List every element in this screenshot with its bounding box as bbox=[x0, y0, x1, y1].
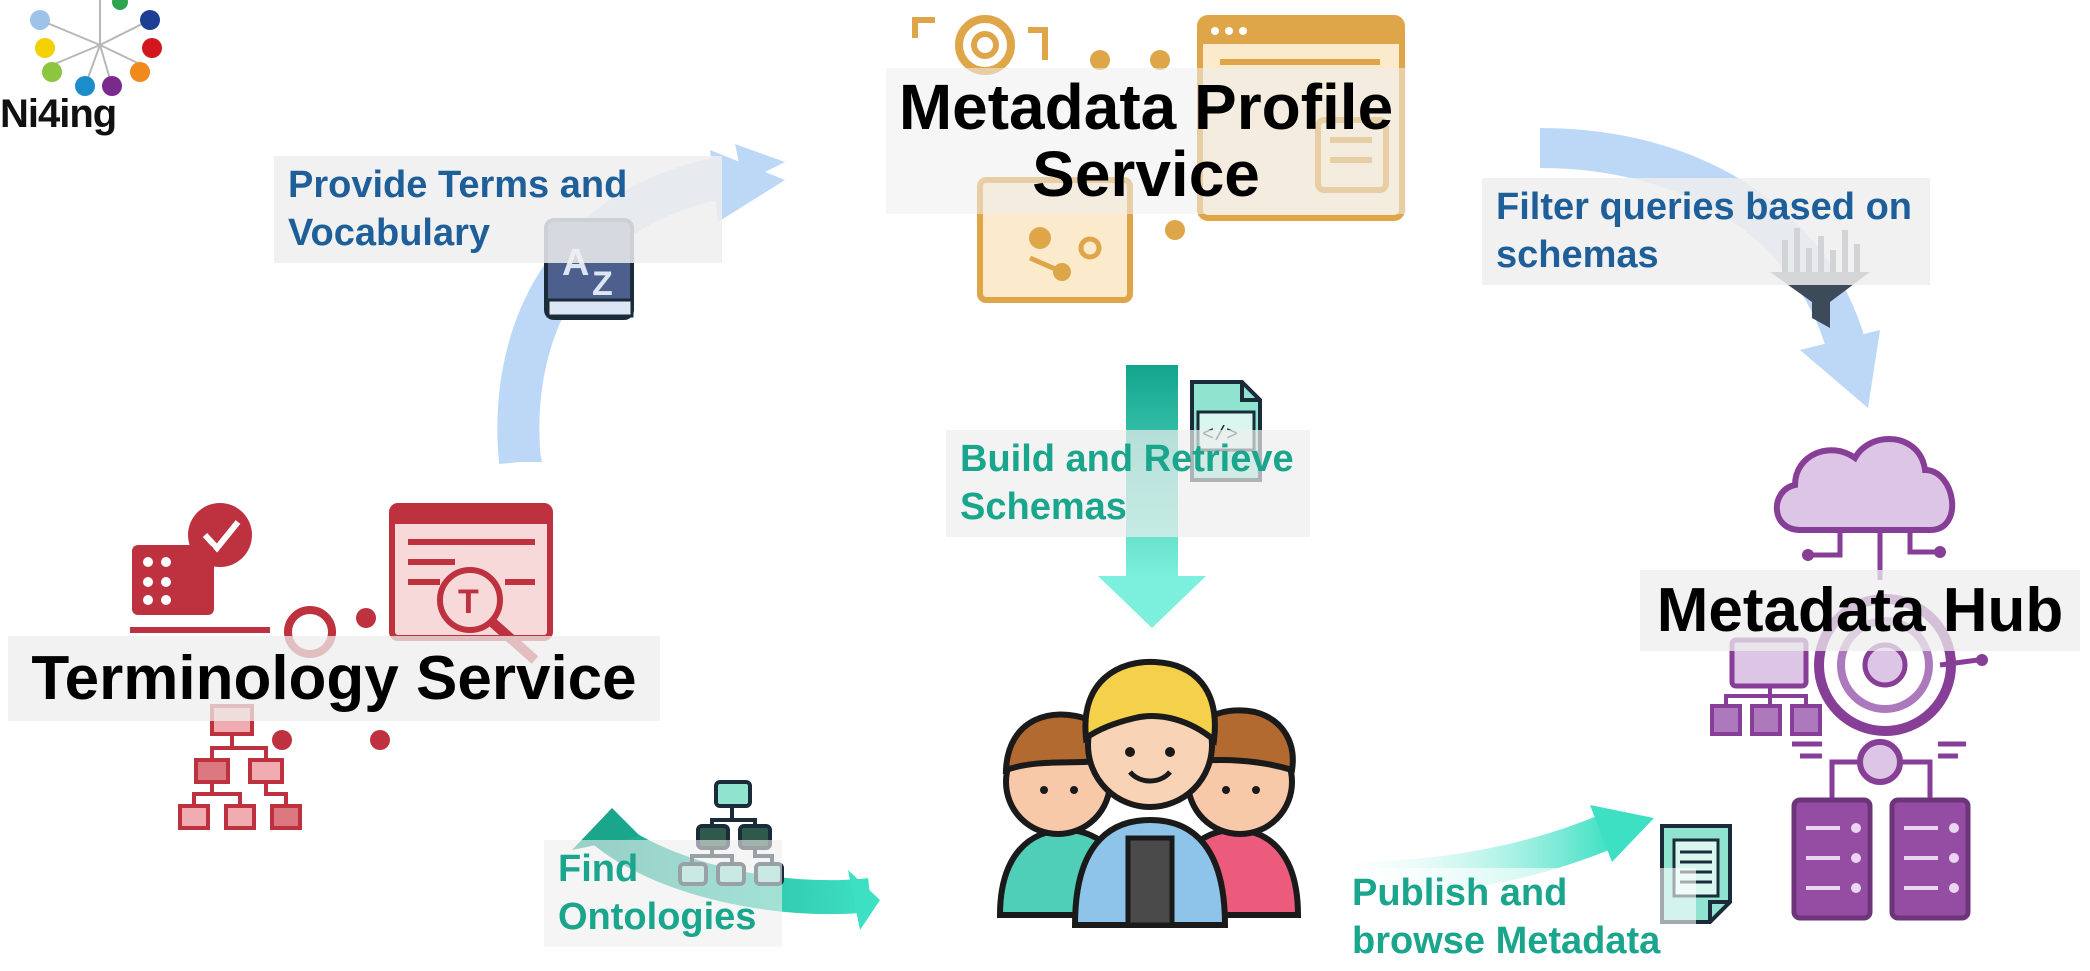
brand-logo-icon bbox=[30, 0, 162, 96]
terminology-service-title: Terminology Service bbox=[8, 636, 660, 722]
brand-name: Ni4ing bbox=[0, 92, 117, 136]
metadata-hub-title: Metadata Hub bbox=[1640, 570, 2080, 652]
schemas-label: Build and Retrieve Schemas bbox=[946, 430, 1310, 537]
profile-service-title: Metadata Profile Service bbox=[886, 68, 1406, 215]
publish-label: Publish and browse Metadata bbox=[1338, 868, 1696, 971]
terms-label: Provide Terms and Vocabulary bbox=[274, 156, 722, 263]
users-group-icon bbox=[996, 658, 1302, 928]
filter-label: Filter queries based on schemas bbox=[1482, 178, 1930, 285]
ontologies-label: Find Ontologies bbox=[544, 840, 782, 947]
cloud-server-icon bbox=[1710, 435, 1988, 921]
svg-text:Z: Z bbox=[592, 265, 613, 303]
svg-text:T: T bbox=[458, 583, 479, 621]
